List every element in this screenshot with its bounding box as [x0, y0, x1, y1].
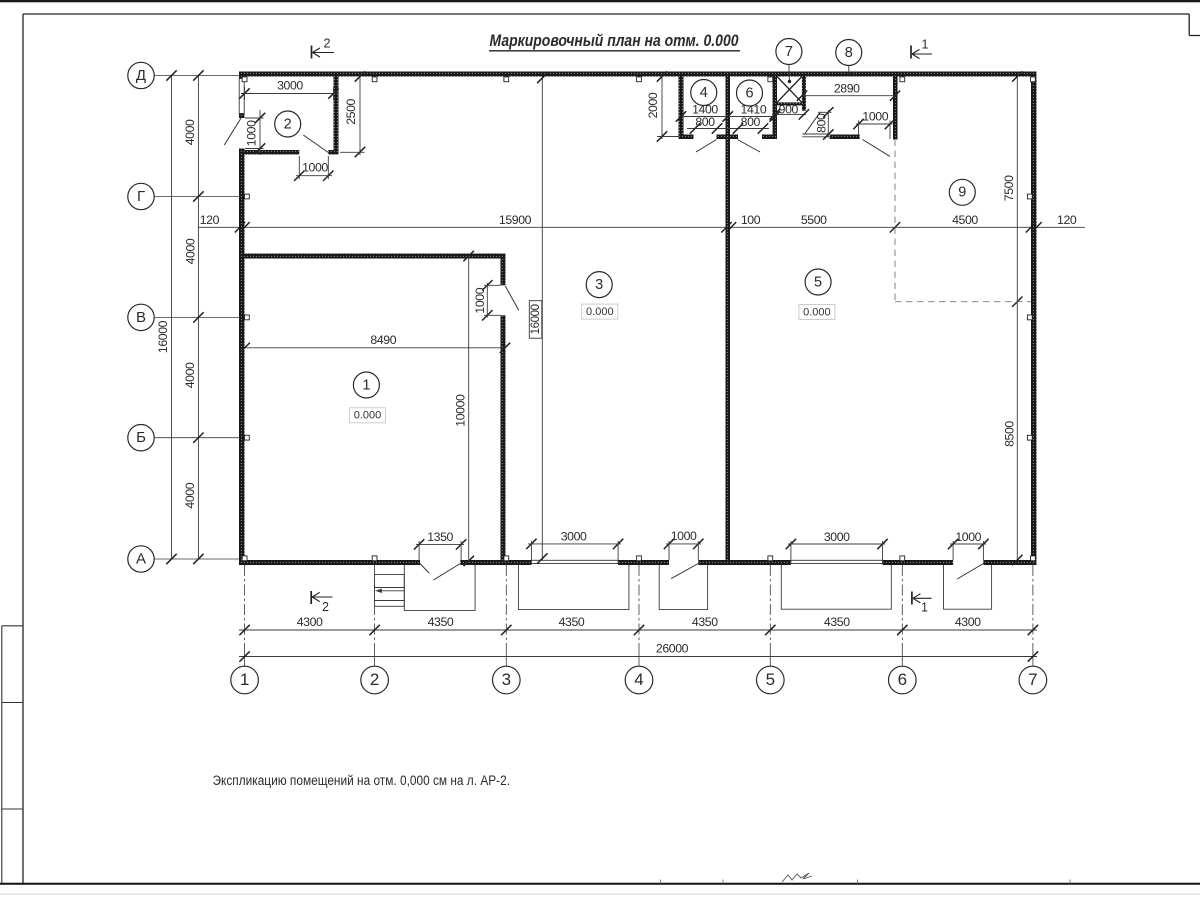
svg-text:1000: 1000	[473, 287, 487, 313]
svg-text:2: 2	[370, 670, 379, 689]
svg-text:16000: 16000	[530, 304, 542, 334]
svg-text:5: 5	[766, 670, 775, 689]
svg-text:4: 4	[634, 670, 643, 689]
svg-text:1000: 1000	[302, 161, 328, 175]
svg-text:7500: 7500	[1002, 175, 1016, 201]
svg-text:2890: 2890	[834, 81, 860, 95]
svg-text:Д: Д	[136, 67, 146, 84]
svg-text:4350: 4350	[824, 615, 850, 629]
svg-text:900: 900	[779, 102, 799, 116]
svg-text:1: 1	[240, 670, 249, 689]
svg-text:6: 6	[898, 670, 907, 689]
svg-text:0.000: 0.000	[803, 306, 831, 318]
svg-text:0.000: 0.000	[586, 306, 614, 318]
svg-text:5: 5	[814, 274, 822, 290]
svg-text:4000: 4000	[183, 482, 197, 508]
svg-text:4350: 4350	[559, 615, 585, 629]
svg-text:4500: 4500	[952, 213, 978, 227]
svg-text:4350: 4350	[428, 615, 454, 629]
svg-text:В: В	[136, 309, 146, 326]
svg-text:3: 3	[502, 670, 511, 689]
svg-text:Маркировочный план на отм. 0.0: Маркировочный план на отм. 0.000	[490, 32, 740, 50]
svg-text:А: А	[136, 550, 146, 567]
svg-text:5500: 5500	[801, 213, 827, 227]
svg-text:4000: 4000	[183, 238, 197, 264]
svg-text:120: 120	[200, 213, 220, 227]
svg-text:0.000: 0.000	[354, 410, 382, 422]
svg-text:4350: 4350	[692, 615, 718, 629]
svg-text:16000: 16000	[156, 320, 170, 353]
svg-text:26000: 26000	[656, 641, 689, 655]
svg-text:10000: 10000	[453, 394, 467, 427]
svg-text:2: 2	[324, 36, 331, 50]
svg-text:100: 100	[741, 213, 761, 227]
svg-text:2000: 2000	[646, 92, 660, 118]
svg-text:2: 2	[284, 116, 292, 132]
svg-text:7: 7	[1028, 670, 1037, 689]
svg-text:Экспликацию помещений на отм.: Экспликацию помещений на отм. 0,000 см н…	[213, 773, 511, 788]
svg-text:3000: 3000	[824, 530, 850, 544]
svg-text:800: 800	[695, 115, 715, 129]
svg-text:8490: 8490	[370, 333, 396, 347]
svg-text:120: 120	[1057, 213, 1077, 227]
svg-text:4300: 4300	[297, 615, 323, 629]
svg-text:1350: 1350	[427, 530, 453, 544]
svg-text:1000: 1000	[245, 120, 259, 146]
svg-text:1000: 1000	[671, 529, 697, 543]
svg-text:2500: 2500	[344, 98, 358, 124]
svg-text:2: 2	[322, 600, 329, 614]
svg-text:1400: 1400	[692, 102, 718, 116]
svg-text:15900: 15900	[499, 213, 532, 227]
svg-text:3000: 3000	[561, 530, 587, 544]
svg-text:1000: 1000	[862, 109, 888, 123]
svg-text:4000: 4000	[183, 362, 197, 388]
svg-text:8: 8	[845, 45, 853, 61]
svg-text:4300: 4300	[955, 615, 981, 629]
svg-text:Б: Б	[136, 429, 146, 446]
svg-text:1: 1	[922, 37, 929, 51]
svg-text:6: 6	[745, 85, 753, 101]
svg-text:1: 1	[921, 600, 928, 614]
svg-text:1: 1	[362, 377, 370, 393]
svg-text:3: 3	[595, 277, 603, 293]
svg-text:Г: Г	[137, 188, 145, 205]
svg-text:8500: 8500	[1002, 421, 1016, 447]
svg-text:7: 7	[785, 44, 793, 60]
svg-text:4000: 4000	[183, 119, 197, 145]
svg-text:4: 4	[700, 85, 708, 101]
svg-text:800: 800	[815, 113, 829, 133]
svg-text:1000: 1000	[955, 530, 981, 544]
svg-text:9: 9	[958, 185, 966, 201]
svg-text:3000: 3000	[277, 79, 303, 93]
svg-text:800: 800	[741, 115, 761, 129]
